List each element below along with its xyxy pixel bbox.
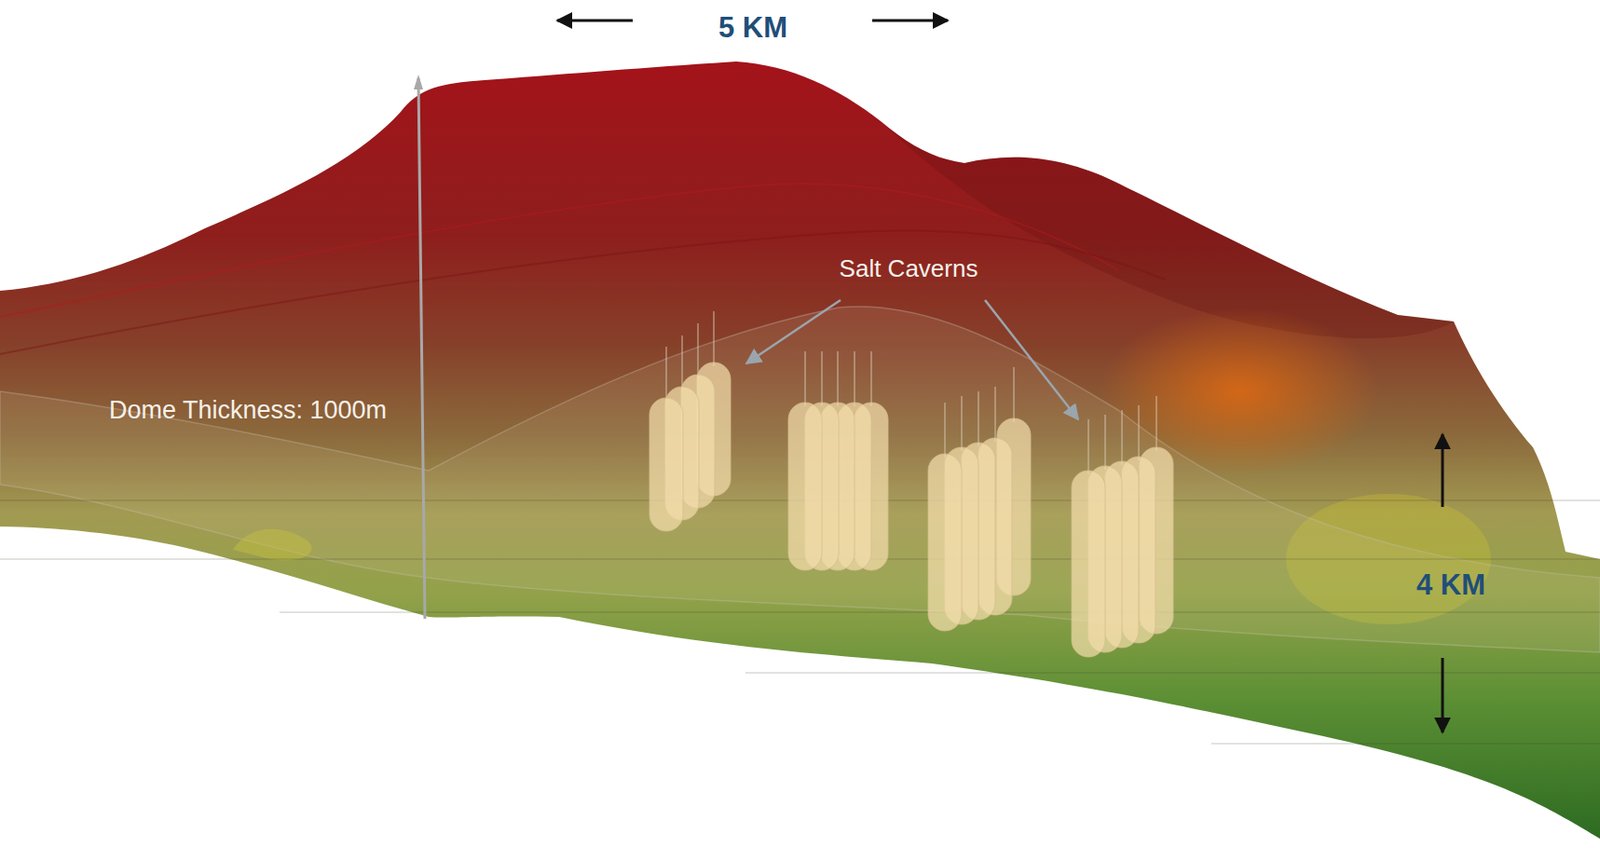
dimension-arrow [872, 19, 948, 23]
cavern-well [1137, 405, 1140, 461]
salt-cavern [1071, 470, 1106, 657]
cavern-well [1155, 396, 1158, 452]
fold-line [0, 183, 1119, 317]
callout-label: Salt Caverns [839, 254, 979, 284]
cavern-well [1104, 414, 1107, 470]
dimension-arrow [1441, 434, 1445, 507]
cavern-well [960, 396, 963, 452]
salt-dome-surface [0, 306, 1600, 653]
well-tip [413, 74, 424, 90]
cavern-well [977, 391, 980, 447]
cavern-well [853, 351, 856, 407]
back-ridge [880, 121, 1454, 339]
cavern-well [836, 351, 839, 407]
cavern-well [697, 323, 699, 379]
yellow-bulge [232, 529, 312, 561]
cavern-well [1087, 419, 1090, 475]
dome-body [0, 61, 1600, 839]
dimension-label: 4 KM [1416, 568, 1486, 602]
salt-cavern [649, 397, 684, 532]
cavern-well [712, 311, 715, 367]
cavern-well [1012, 367, 1015, 423]
cavern-well [820, 351, 823, 407]
fold-line [0, 230, 1165, 355]
salt-cavern [788, 402, 822, 571]
dimension-label: 5 KM [718, 11, 788, 45]
salt-cavern [928, 453, 962, 631]
cavern-well [681, 335, 684, 391]
leader-line [984, 300, 1079, 420]
cavern-well [804, 351, 807, 407]
cavern-well [870, 351, 873, 407]
dimension-arrow [1441, 657, 1445, 733]
cavern-well [994, 386, 997, 442]
cavern-well [943, 402, 946, 458]
cavern-well [1121, 410, 1123, 465]
dimension-arrow [557, 19, 633, 23]
leader-line [746, 300, 841, 364]
cavern-well [665, 346, 668, 402]
caverns [649, 311, 1174, 657]
thickness-note: Dome Thickness: 1000m [109, 396, 387, 425]
well-line [418, 78, 425, 619]
